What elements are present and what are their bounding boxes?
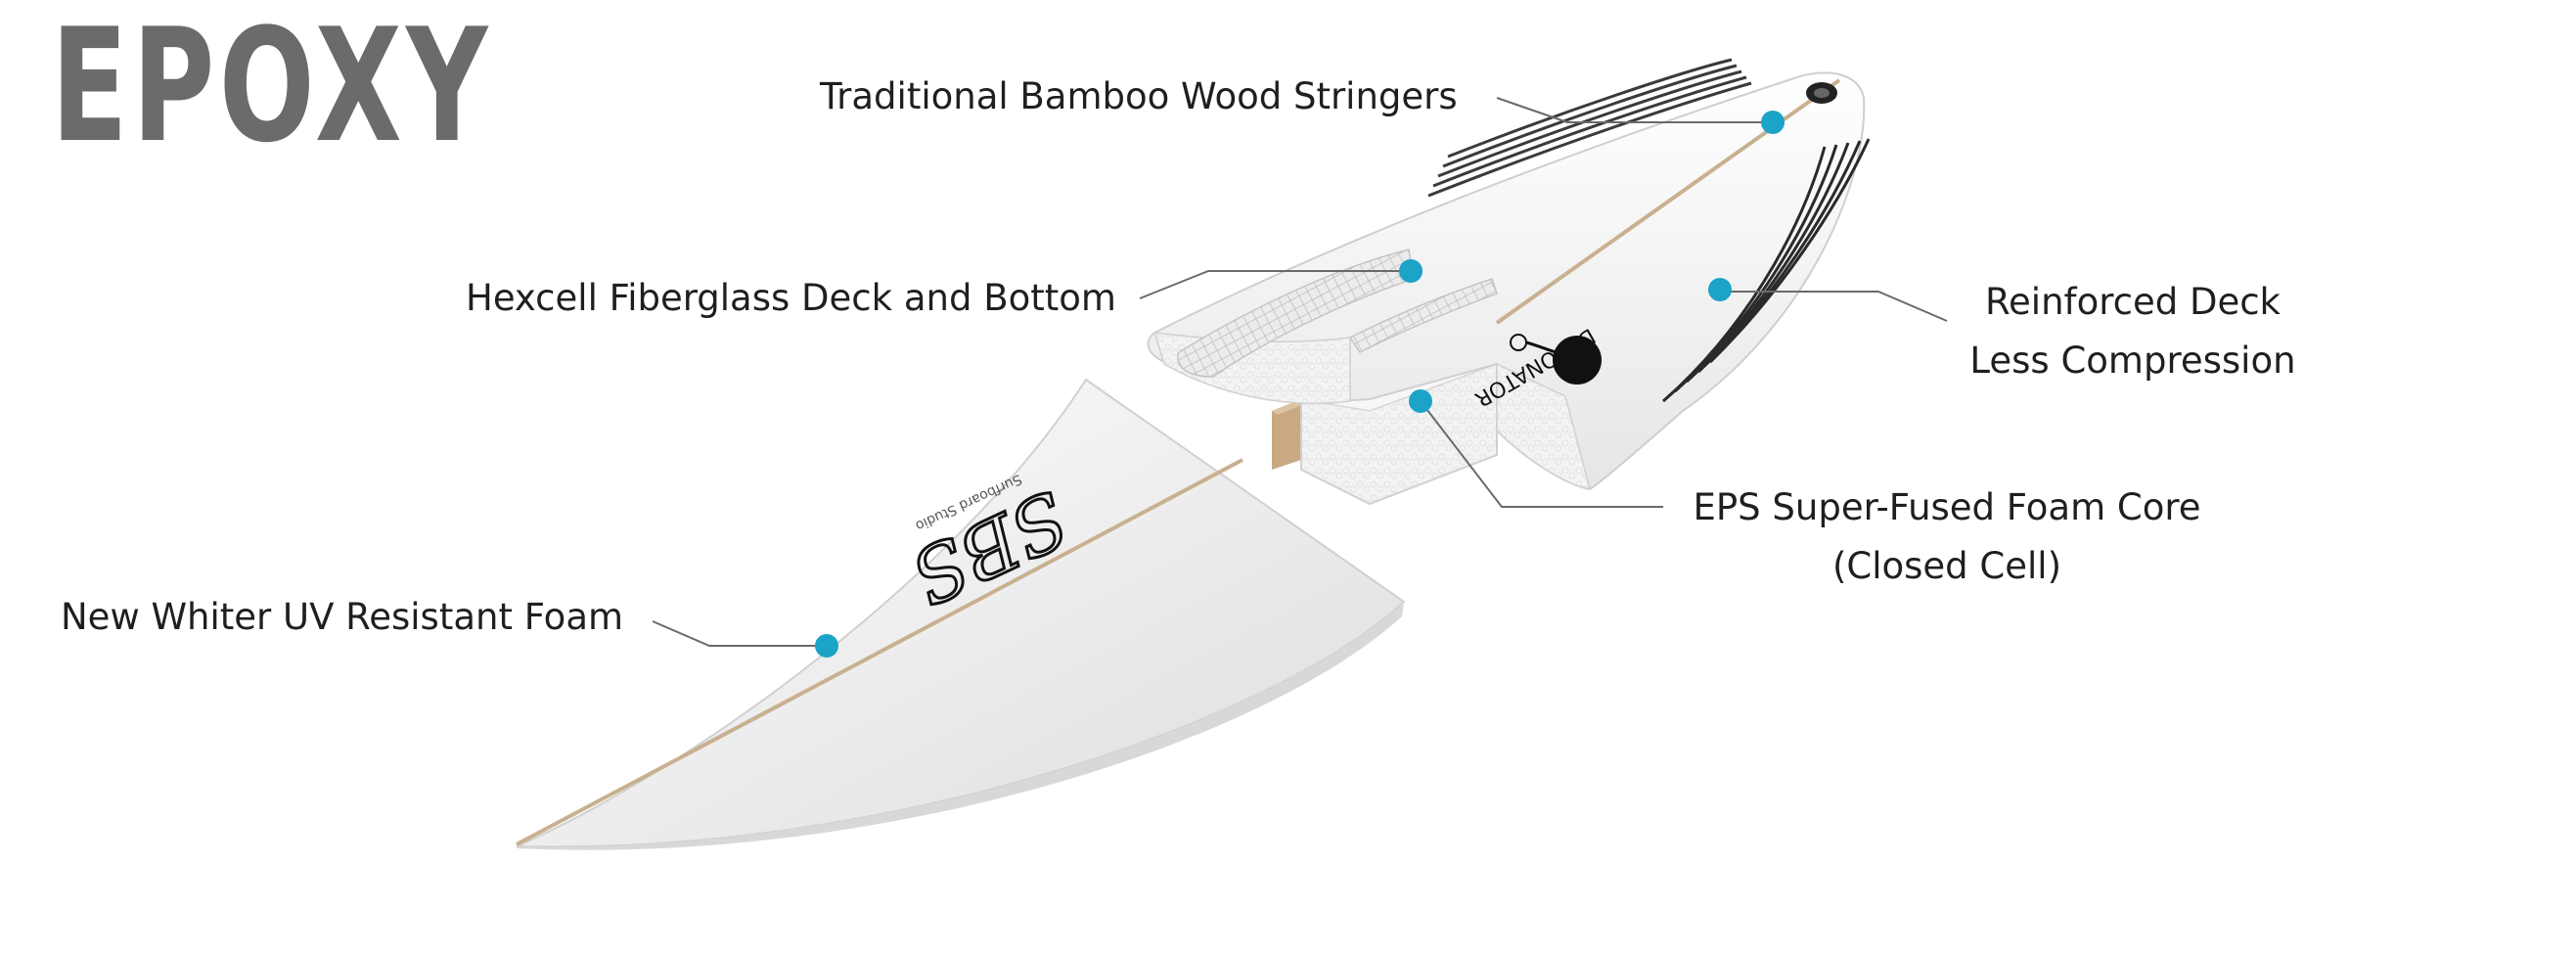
label-reinforced-line1: Reinforced Deck <box>1985 281 2281 323</box>
deck-stripes-upper <box>1427 58 1752 198</box>
wood-stringer-block <box>1272 399 1301 470</box>
callout-dot-core <box>1409 389 1432 413</box>
leader-fiberglass <box>1139 270 1411 299</box>
label-core-line2: (Closed Cell) <box>1831 545 2062 587</box>
leader-lines <box>652 97 1948 647</box>
diagram-title: EPOXY <box>51 0 492 177</box>
label-core-line1: EPS Super-Fused Foam Core <box>1693 486 2201 528</box>
label-foam: New Whiter UV Resistant Foam <box>61 596 624 638</box>
label-reinforced-line2: Less Compression <box>1969 340 2296 382</box>
leader-foam <box>652 620 827 647</box>
leader-stringers <box>1496 97 1773 123</box>
callout-dot-stringers <box>1761 111 1785 134</box>
board-nose-section: SBS Surfboard Studio <box>516 378 1406 850</box>
callout-dot-foam <box>815 634 838 658</box>
label-stringers: Traditional Bamboo Wood Stringers <box>820 75 1458 117</box>
label-fiberglass: Hexcell Fiberglass Deck and Bottom <box>466 277 1116 319</box>
fiberglass-mesh-top <box>1177 249 1415 378</box>
board-tail-section: DETONATOR <box>1147 58 1871 491</box>
callout-dots <box>815 111 1785 658</box>
deck-stripes-reinforced <box>1662 138 1871 403</box>
nose-stringer <box>516 458 1243 846</box>
fiberglass-mesh-inner <box>1348 278 1498 353</box>
leader-reinforced <box>1720 291 1948 322</box>
leader-core <box>1420 400 1663 508</box>
callout-dot-reinforced <box>1708 278 1732 301</box>
callout-dot-fiberglass <box>1399 259 1423 283</box>
